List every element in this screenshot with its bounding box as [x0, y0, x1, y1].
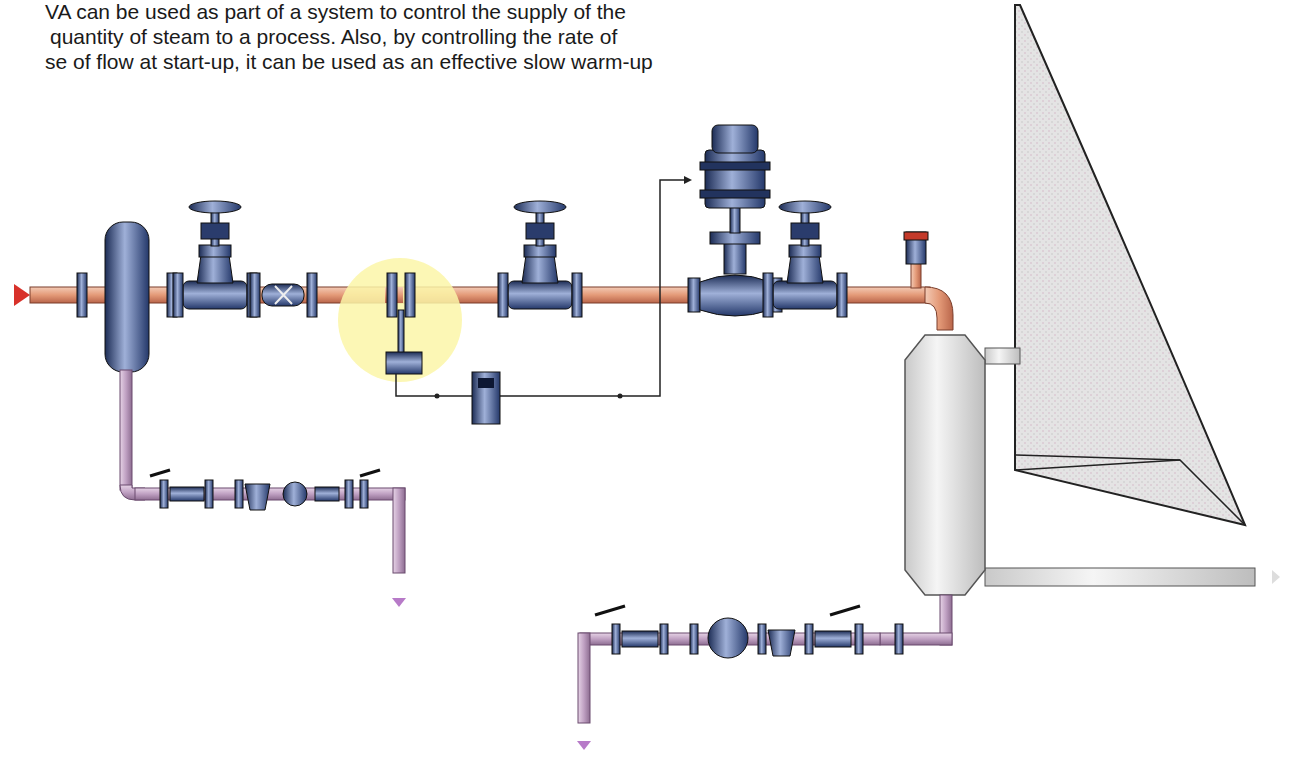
intro-text-line: quantity of steam to a process. Also, by… — [50, 25, 617, 49]
intro-text-line: se of flow at start-up, it can be used a… — [45, 50, 653, 74]
intro-text-line: VA can be used as part of a system to co… — [45, 0, 626, 24]
